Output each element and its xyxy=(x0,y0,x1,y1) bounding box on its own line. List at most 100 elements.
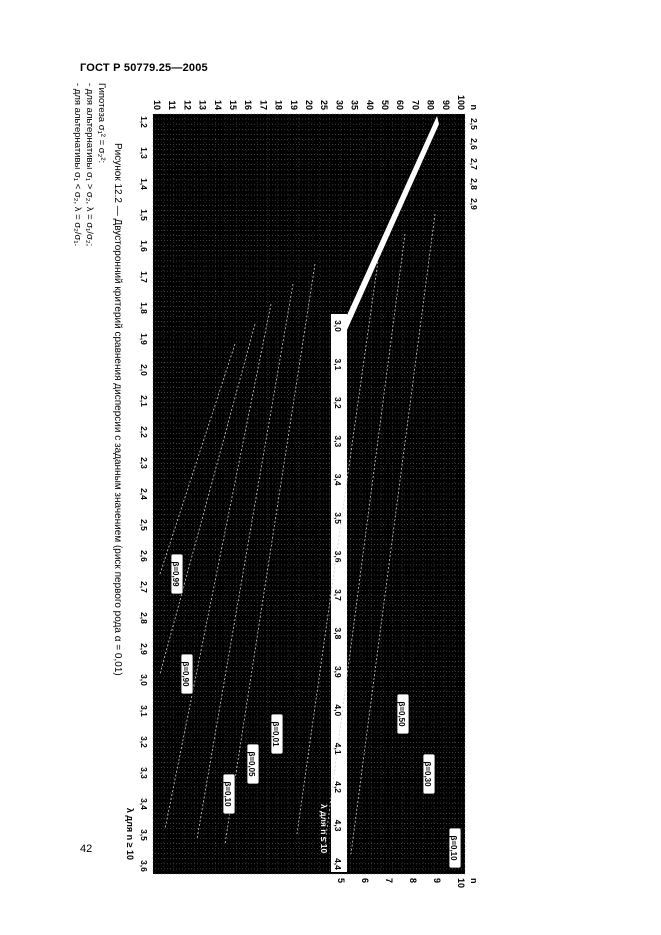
lambda-bottom-tick-label: 3,3 xyxy=(139,767,149,779)
lambda-bottom-tick-label: 2,1 xyxy=(139,395,149,407)
lambda-bottom-tick-label: 3,1 xyxy=(139,705,149,717)
operating-curve xyxy=(324,233,406,845)
n-right-tick-label: 7 xyxy=(384,878,394,883)
n-left-tick-label: 40 xyxy=(365,100,375,110)
n-left-tick-label: 20 xyxy=(304,100,314,110)
lambda-bottom-tick-label: 2,2 xyxy=(139,426,149,438)
lambda-bottom-tick-label: 2,6 xyxy=(139,550,149,562)
n-right-tick-label: 9 xyxy=(432,878,442,883)
lambda-inner-tick-label: 3,5 xyxy=(333,512,343,524)
n-left-tick-label: 60 xyxy=(395,100,405,110)
lambda-inner-tick-label: 3,4 xyxy=(333,474,343,486)
n-left-tick-label: 19 xyxy=(289,100,299,110)
n-left-tick-label: 15 xyxy=(228,100,238,110)
beta-label: β=0,30 xyxy=(423,761,432,787)
n-left-tick-label: 16 xyxy=(243,100,253,110)
beta-label-box xyxy=(180,653,194,695)
operating-curve xyxy=(350,213,436,855)
lambda-inner-tick-label: 4,4 xyxy=(333,858,343,870)
lambda-top-tick-label: 2,7 xyxy=(469,158,479,170)
hypothesis-line-3: - для альтернативы σ₁ < σ₂, λ = σ₂/σ₁. xyxy=(72,83,83,247)
beta-label-box xyxy=(170,553,184,595)
n-left-tick-label: 70 xyxy=(410,100,420,110)
beta-label-box xyxy=(246,743,260,785)
n-right-tick-label: 8 xyxy=(408,878,418,883)
n-left-tick-label: 25 xyxy=(319,100,329,110)
lambda-inner-tick-label: 3,6 xyxy=(333,551,343,563)
lambda-bottom-tick-label: 2,0 xyxy=(139,364,149,376)
n-left-tick-label: 90 xyxy=(441,100,451,110)
lambda-bottom-tick-label: 1,5 xyxy=(139,209,149,221)
lambda-inner-tick-label: 3,7 xyxy=(333,589,343,601)
lambda-bottom-tick-label: 1,9 xyxy=(139,333,149,345)
lambda-inner-tick-label: 3,0 xyxy=(333,320,343,332)
beta-label-box xyxy=(396,693,410,735)
lambda-bottom-tick-label: 1,7 xyxy=(139,271,149,283)
n-left-tick-label: 50 xyxy=(380,100,390,110)
lambda-bottom-tick-label: 2,7 xyxy=(139,581,149,593)
lambda-inner-tick-label: 3,8 xyxy=(333,628,343,640)
lambda-inner-tick-label: 3,9 xyxy=(333,666,343,678)
operating-curve xyxy=(159,323,256,675)
lambda-bottom-tick-label: 1,4 xyxy=(139,178,149,190)
lambda-bottom-tick-label: 2,9 xyxy=(139,643,149,655)
n-left-tick-label: 14 xyxy=(213,100,223,110)
beta-label: β=0,99 xyxy=(171,561,180,587)
n-left-tick-label: 100 xyxy=(456,95,466,110)
lambda-top-tick-label: 2,5 xyxy=(469,118,479,130)
lambda-bottom-tick-label: 2,8 xyxy=(139,612,149,624)
n-right-tick-label: 5 xyxy=(336,878,346,883)
lambda-bottom-axis-label: λ для n ≥ 10 xyxy=(125,808,135,860)
n-right-axis-label: n xyxy=(469,878,479,884)
beta-label: β=0,01 xyxy=(271,721,280,747)
hypothesis-line-1: Гипотеза σ₁² = σ₂²: xyxy=(96,83,107,164)
nomogram-chart: 1009080706050403530252019181716151413121… xyxy=(125,95,479,888)
operating-curve xyxy=(159,343,236,575)
beta-label: β=0,90 xyxy=(181,661,190,687)
lambda-bottom-tick-label: 2,3 xyxy=(139,457,149,469)
diagonal-band xyxy=(343,116,439,330)
n-left-tick-label: 18 xyxy=(274,100,284,110)
hypothesis-line-2: - для альтернативы σ₁ > σ₂, λ = σ₁/σ₂; xyxy=(84,83,95,247)
beta-label: β=0,50 xyxy=(397,701,406,727)
lambda-top-tick-label: 2,8 xyxy=(469,178,479,190)
lambda-bottom-tick-label: 3,2 xyxy=(139,736,149,748)
lambda-inner-tick-label: 4,2 xyxy=(333,781,343,793)
lambda-bottom-tick-label: 1,6 xyxy=(139,240,149,252)
operating-curve xyxy=(224,263,316,845)
hypothesis-note: Гипотеза σ₁² = σ₂²: - для альтернативы σ… xyxy=(71,83,107,246)
lambda-bottom-tick-label: 2,5 xyxy=(139,519,149,531)
lambda-bottom-tick-label: 2,4 xyxy=(139,488,149,500)
n-left-axis-label: n xyxy=(469,105,479,111)
beta-label-box xyxy=(222,773,236,815)
lambda-inner-tick-label: 4,1 xyxy=(333,743,343,755)
inner-axis-strip xyxy=(331,314,347,872)
lambda-bottom-tick-label: 1,3 xyxy=(139,147,149,159)
operating-curve xyxy=(164,303,272,830)
lambda-bottom-tick-label: 3,4 xyxy=(139,798,149,810)
beta-label-box xyxy=(448,827,462,869)
lambda-inner-tick-label: 4,3 xyxy=(333,820,343,832)
lambda-inner-tick-label: 3,3 xyxy=(333,435,343,447)
lambda-bottom-tick-label: 3,5 xyxy=(139,829,149,841)
n-left-tick-label: 11 xyxy=(167,100,177,110)
lambda-bottom-tick-label: 3,6 xyxy=(139,860,149,872)
n-left-tick-label: 12 xyxy=(182,100,192,110)
operating-curve xyxy=(296,253,380,835)
lambda-bottom-tick-label: 3,0 xyxy=(139,674,149,686)
beta-label: β=0,10 xyxy=(449,835,458,861)
figure-caption: Рисунок 12.2 — Двусторонний критерий сра… xyxy=(112,143,123,676)
n-left-tick-label: 80 xyxy=(426,100,436,110)
n-left-tick-label: 13 xyxy=(198,100,208,110)
beta-label-box xyxy=(270,713,284,755)
lambda-inner-tick-label: 4,0 xyxy=(333,704,343,716)
lambda-bottom-tick-label: 1,2 xyxy=(139,116,149,128)
document-header: ГОСТ Р 50779.25—2005 xyxy=(80,62,208,74)
lambda-top-tick-label: 2,9 xyxy=(469,198,479,210)
page-number: 42 xyxy=(80,843,93,855)
lambda-bottom-tick-label: 1,8 xyxy=(139,302,149,314)
n-right-tick-label: 10 xyxy=(456,878,466,888)
n-left-tick-label: 35 xyxy=(350,100,360,110)
beta-label: β=0,05 xyxy=(247,751,256,777)
n-left-tick-label: 17 xyxy=(258,100,268,110)
